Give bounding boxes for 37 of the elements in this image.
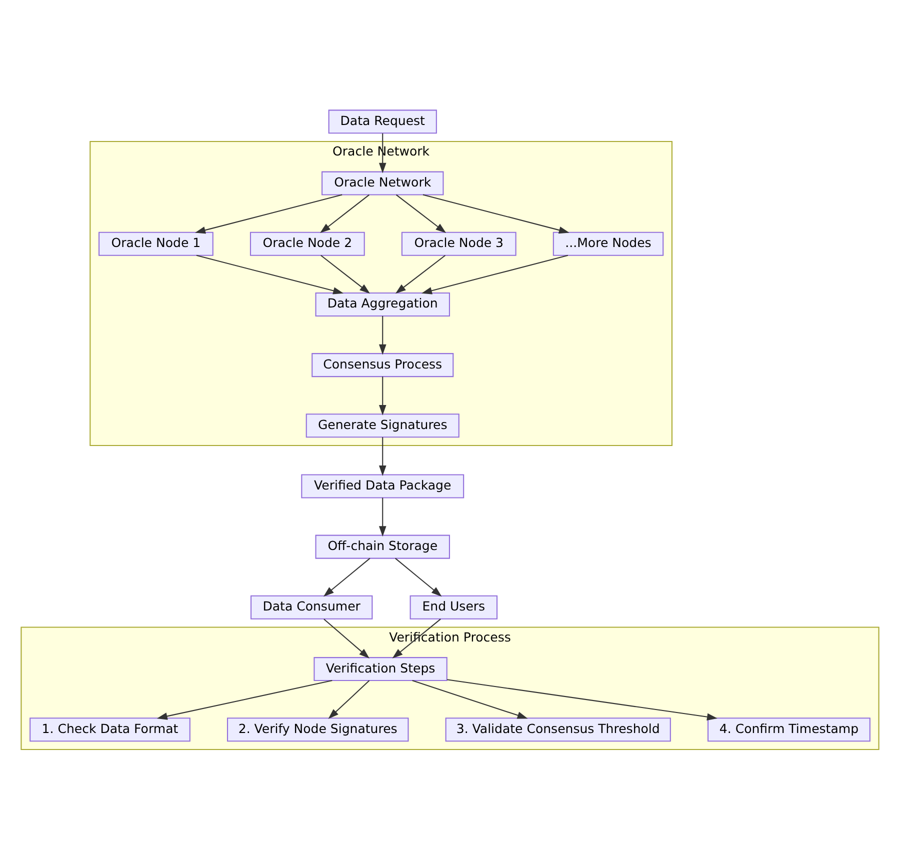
node-box: 1. Check Data Format (30, 718, 190, 742)
arrow (422, 194, 570, 234)
arrow (421, 254, 568, 294)
node-box: Verified Data Package (301, 474, 464, 498)
node-box: Verification Steps (314, 657, 448, 682)
arrow (320, 254, 370, 294)
arrow (378, 316, 386, 355)
arrow (395, 254, 446, 294)
node-box: Oracle Node 2 (250, 232, 365, 256)
arrow (156, 680, 332, 720)
node-box: Consensus Process (312, 353, 454, 378)
arrow (320, 194, 370, 234)
node-box: Data Request (328, 110, 437, 134)
node-box: Off-chain Storage (315, 534, 450, 559)
arrow (412, 680, 528, 719)
node-box: Data Consumer (250, 595, 373, 620)
arrow (378, 437, 386, 476)
arrow (194, 194, 342, 234)
node-box: Oracle Node 1 (98, 232, 214, 256)
node-box: Oracle Node 3 (401, 232, 516, 256)
arrow (196, 254, 344, 294)
node-box: Data Aggregation (315, 292, 450, 316)
arrow (396, 194, 446, 234)
node-box: 2. Verify Node Signatures (226, 718, 409, 742)
node-box: 4. Confirm Timestamp (708, 718, 870, 742)
arrow (395, 558, 442, 597)
arrow (378, 498, 386, 537)
arrow (323, 558, 370, 597)
node-box: End Users (410, 595, 498, 620)
arrow (447, 679, 718, 720)
arrow (324, 618, 370, 658)
node-box: ...More Nodes (552, 232, 664, 256)
node-box: Generate Signatures (306, 414, 460, 438)
node-box: 3. Validate Consensus Threshold (445, 718, 671, 742)
arrow (378, 376, 386, 416)
node-box: Oracle Network (322, 171, 444, 196)
arrow (328, 680, 370, 719)
